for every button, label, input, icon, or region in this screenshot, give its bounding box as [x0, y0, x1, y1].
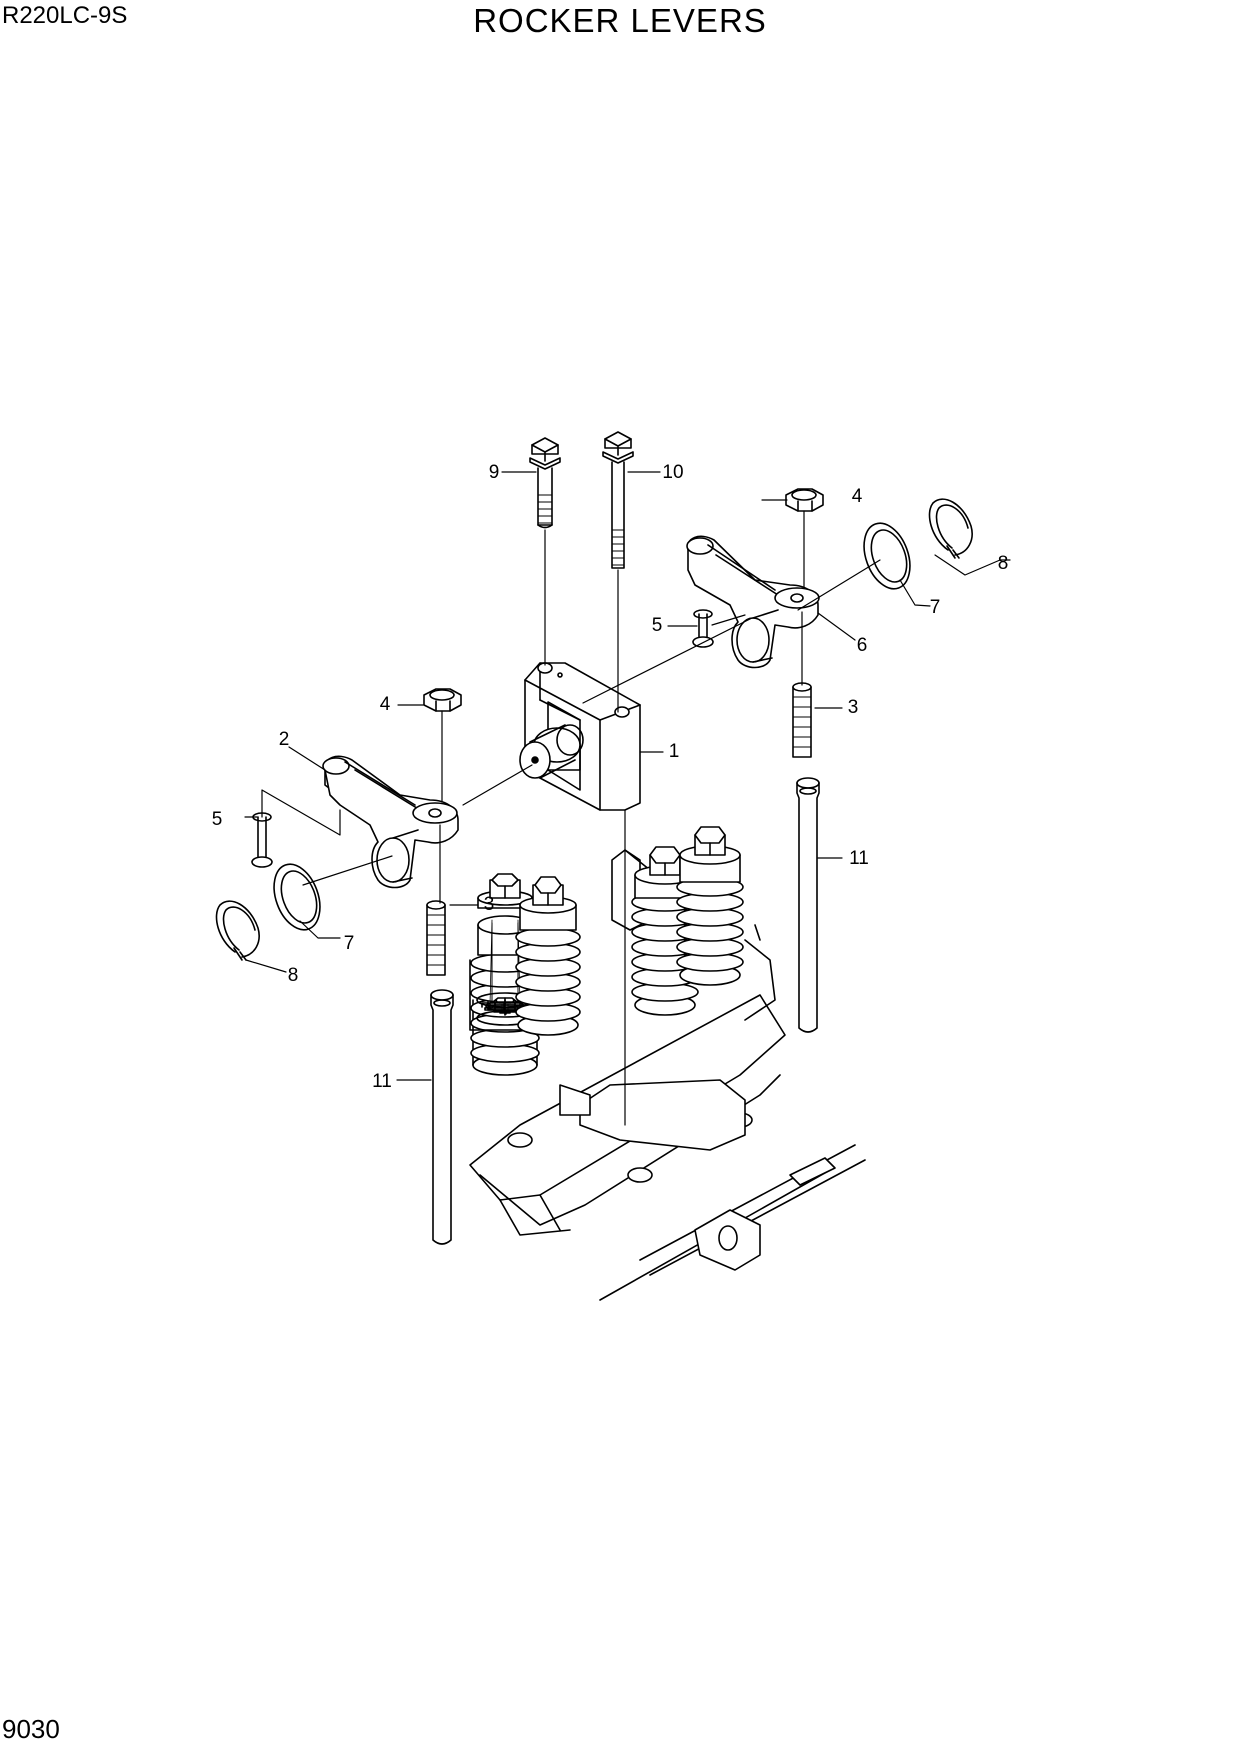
circlip-left [215, 900, 260, 961]
rocker-arm-right [686, 535, 820, 669]
adjusting-screw-left [426, 900, 446, 976]
cylinder-head [469, 826, 866, 1301]
washer-left [273, 863, 321, 931]
adjusting-screw-right [792, 682, 812, 758]
callout-7-right: 7 [930, 597, 941, 618]
callout-5-right: 5 [652, 615, 663, 636]
valve-spring-2 [515, 876, 581, 1036]
callout-7-left: 7 [344, 933, 355, 954]
callout-8-right: 8 [998, 553, 1009, 574]
nut-right [785, 488, 824, 512]
callout-4-left: 4 [380, 694, 391, 715]
leader-lines [244, 471, 1011, 1126]
callout-11-right: 11 [849, 848, 869, 869]
callout-4-right: 4 [852, 486, 863, 507]
valve-spring-4 [676, 826, 744, 986]
callout-5-left: 5 [212, 809, 223, 830]
callout-6: 6 [857, 635, 868, 656]
callout-9: 9 [489, 462, 500, 483]
nut-left [423, 688, 462, 712]
model-label: R220LC-9S [2, 2, 128, 29]
callout-2: 2 [279, 729, 290, 750]
pin-right [692, 609, 714, 648]
rocker-bracket [519, 662, 641, 811]
washer-right [863, 522, 911, 590]
rocker-arm-left [322, 755, 459, 889]
page-title: ROCKER LEVERS [473, 2, 767, 39]
page-number: 9030 [2, 1714, 60, 1744]
callout-3-right: 3 [848, 697, 859, 718]
callout-10: 10 [662, 462, 683, 483]
callout-11-left: 11 [372, 1071, 392, 1092]
bolt-9 [529, 437, 561, 529]
bolt-10 [602, 431, 634, 569]
callout-1: 1 [669, 741, 680, 762]
circlip-right [928, 498, 973, 559]
push-rod-left [430, 989, 454, 1245]
pin-left [251, 812, 273, 868]
callout-3-left: 3 [484, 894, 495, 915]
callout-8-left: 8 [288, 965, 299, 986]
push-rod-right [796, 777, 820, 1033]
